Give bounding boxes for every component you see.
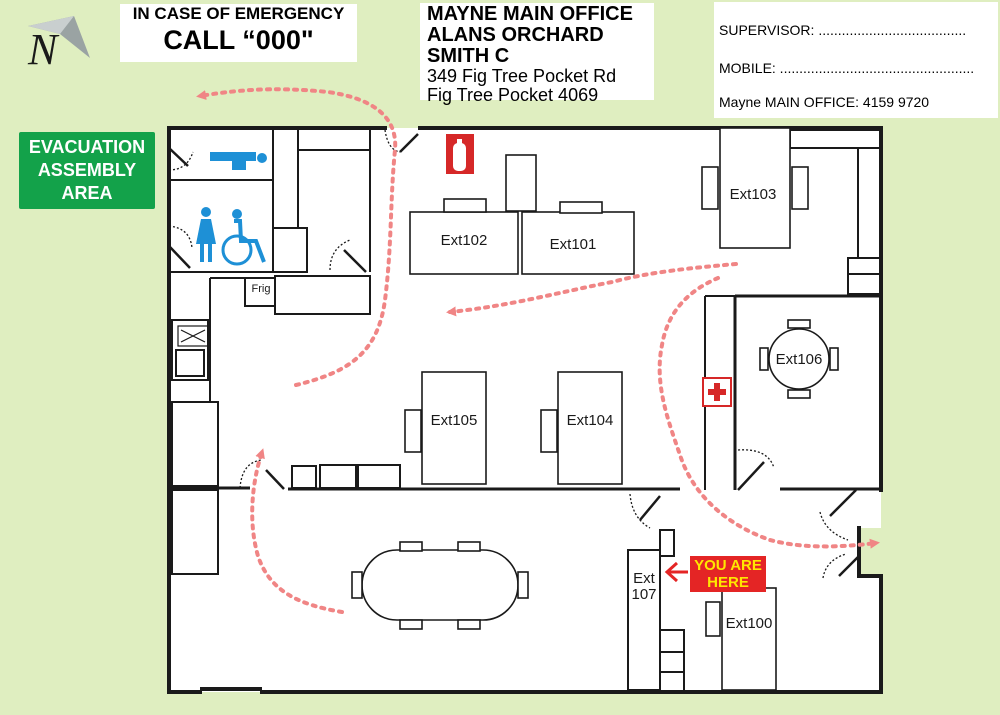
fire-extinguisher-icon: [446, 134, 474, 174]
supervisor-line: SUPERVISOR: ............................…: [719, 22, 967, 38]
office-address-line: 349 Fig Tree Pocket Rd: [427, 66, 617, 86]
mobile-line: MOBILE: ................................…: [719, 60, 975, 76]
room-label-ext105: Ext105: [430, 412, 478, 429]
female-toilet-icon: [196, 207, 216, 262]
room-label-ext100: Ext100: [725, 615, 773, 632]
contact-info: SUPERVISOR: ............................…: [714, 2, 998, 118]
assembly-line: AREA: [61, 183, 113, 203]
fridge-label: Frig: [251, 283, 271, 295]
office-address: MAYNE MAIN OFFICE ALANS ORCHARD SMITH C …: [420, 3, 654, 105]
room-label-ext102: Ext102: [440, 232, 488, 249]
emergency-heading: IN CASE OF EMERGENCY: [132, 4, 345, 23]
office-name-line: ALANS ORCHARD: [427, 24, 604, 46]
office-address-line: Fig Tree Pocket 4069: [427, 85, 599, 105]
office-name-line: SMITH C: [427, 45, 510, 67]
wheelchair-icon: [221, 209, 266, 266]
male-toilet-icon: [210, 152, 267, 170]
room-label-ext101: Ext101: [549, 236, 597, 253]
room-label-ext107: Ext 107: [631, 570, 657, 603]
room-label-ext106: Ext106: [775, 351, 823, 368]
you-are-here-marker: YOU ARE HERE: [690, 556, 766, 592]
evacuation-assembly-area: EVACUATION ASSEMBLY AREA: [19, 132, 155, 209]
assembly-line: EVACUATION: [28, 137, 146, 157]
office-name-line: MAYNE MAIN OFFICE: [427, 3, 633, 25]
sink-icon: [177, 325, 209, 347]
assembly-line: ASSEMBLY: [37, 160, 137, 180]
emergency-callout: IN CASE OF EMERGENCY CALL “000": [120, 4, 357, 62]
doors: [168, 129, 860, 579]
first-aid-icon: [702, 377, 732, 407]
emergency-number: CALL “000": [163, 25, 314, 55]
exit-porch: [859, 528, 889, 576]
evacuation-routes: [196, 87, 880, 614]
room-label-ext104: Ext104: [566, 412, 614, 429]
you-are-here-arrow: [664, 561, 688, 583]
desks: [351, 127, 839, 691]
room-label-ext103: Ext103: [729, 186, 777, 203]
main-office-phone: Mayne MAIN OFFICE: 4159 9720: [719, 94, 930, 110]
north-arrow-icon: [28, 16, 90, 58]
interior-walls: [169, 128, 881, 693]
north-label: N: [28, 25, 58, 74]
